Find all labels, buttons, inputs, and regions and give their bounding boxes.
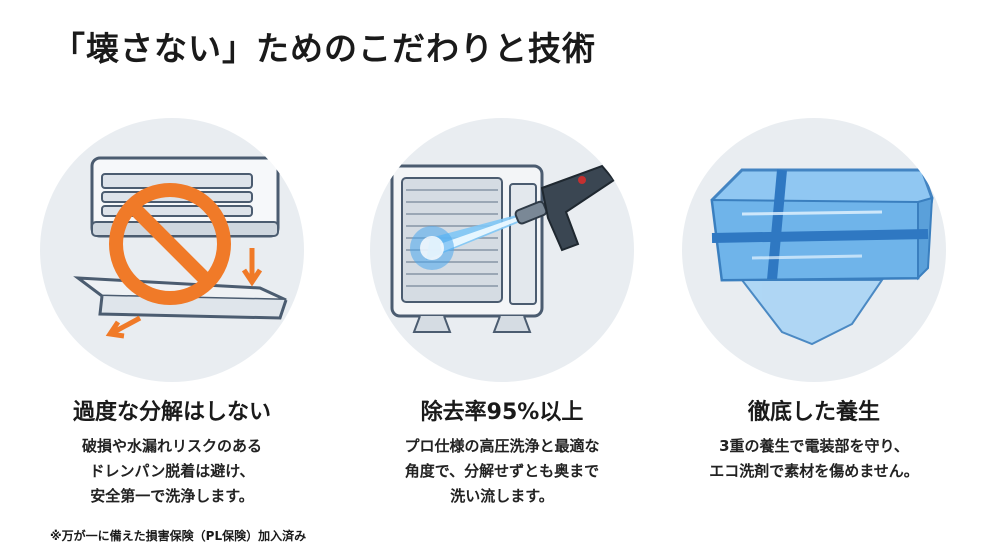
- pressure-washer-illustration: [370, 118, 634, 382]
- card-description-line: 安全第一で洗浄します。: [90, 487, 254, 505]
- feature-card-removal-rate: 除去率95%以上 プロ仕様の高圧洗浄と最適な 角度で、分解せずとも奥まで 洗い流…: [352, 118, 652, 509]
- card-heading: 過度な分解はしない: [72, 400, 271, 425]
- card-description: 3重の養生で電装部を守り、 エコ洗剤で素材を傷めません。: [709, 434, 919, 484]
- card-description-line: 角度で、分解せずとも奥まで: [404, 462, 600, 480]
- insurance-footnote: ※万が一に備えた損害保険（PL保険）加入済み: [50, 529, 307, 543]
- pressure-washer-icon: [390, 164, 616, 333]
- no-disassembly-icon: [73, 156, 288, 339]
- feature-card-protection: 徹底した養生 3重の養生で電装部を守り、 エコ洗剤で素材を傷めません。: [664, 118, 964, 484]
- card-heading: 徹底した養生: [747, 400, 880, 425]
- card-description-line: エコ洗剤で素材を傷めません。: [709, 462, 919, 480]
- feature-card-no-disassembly: 過度な分解はしない 破損や水漏れリスクのある ドレンパン脱着は避け、 安全第一で…: [22, 118, 322, 509]
- page-title: 「壊さない」ためのこだわりと技術: [52, 29, 596, 68]
- no-disassembly-illustration: [40, 118, 304, 382]
- card-heading: 除去率95%以上: [420, 400, 584, 425]
- card-description: 破損や水漏れリスクのある ドレンパン脱着は避け、 安全第一で洗浄します。: [82, 434, 262, 509]
- card-description-line: ドレンパン脱着は避け、: [89, 462, 255, 480]
- card-description-line: 破損や水漏れリスクのある: [81, 437, 262, 455]
- protective-cover-illustration: [682, 118, 946, 382]
- card-description-line: 洗い流します。: [450, 487, 554, 505]
- card-description-line: プロ仕様の高圧洗浄と最適な: [404, 437, 600, 455]
- card-description: プロ仕様の高圧洗浄と最適な 角度で、分解せずとも奥まで 洗い流します。: [404, 434, 599, 509]
- card-description-line: 3重の養生で電装部を守り、: [719, 437, 909, 455]
- protective-cover-icon: [710, 168, 934, 346]
